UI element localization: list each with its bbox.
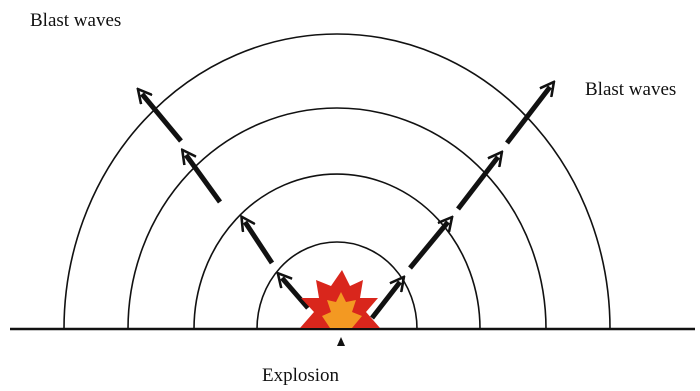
arrow-right-4 [507, 87, 550, 143]
arrow-left-4 [142, 94, 181, 141]
arrow-left-3 [186, 155, 220, 202]
blast-waves-label-upper-left: Blast waves [30, 11, 121, 30]
explosion-label: Explosion [262, 366, 339, 385]
explosion-burst-icon [300, 270, 380, 328]
arrow-left-2 [245, 222, 272, 263]
triangle-up-icon [337, 337, 345, 346]
blast-waves-label-right: Blast waves [585, 80, 676, 99]
arrow-right-2 [410, 222, 448, 268]
arrow-left-1 [282, 278, 308, 308]
